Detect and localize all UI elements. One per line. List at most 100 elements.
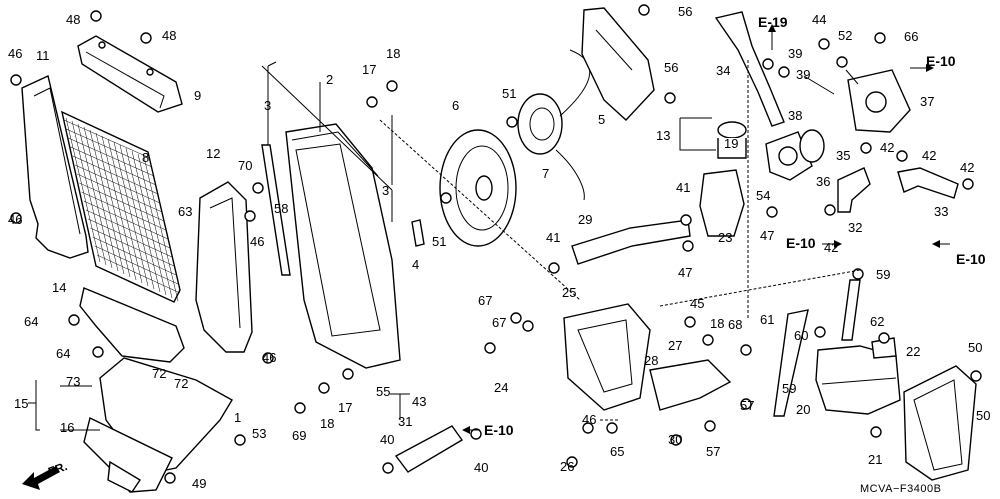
bolt-icon — [234, 434, 246, 446]
part-number-label: 49 — [192, 476, 206, 491]
part-number-label: 1 — [234, 410, 241, 425]
bolt-icon — [664, 92, 676, 104]
bolt-icon — [10, 212, 22, 224]
part-number-label: 13 — [656, 128, 670, 143]
part-number-label: 63 — [178, 204, 192, 219]
part-number-label: 60 — [794, 328, 808, 343]
part-number-label: 33 — [934, 204, 948, 219]
part-number-label: 48 — [162, 28, 176, 43]
part-number-label: 58 — [274, 201, 288, 216]
bolt-icon — [382, 462, 394, 474]
part-number-label: 42 — [824, 240, 838, 255]
part-number-label: 16 — [60, 420, 74, 435]
part-number-label: 57 — [706, 444, 720, 459]
bolt-icon — [704, 420, 716, 432]
part-number-label: 41 — [546, 230, 560, 245]
part-number-label: 72 — [152, 366, 166, 381]
part-number-label: 59 — [782, 381, 796, 396]
bolt-icon — [860, 142, 872, 154]
part-number-label: 12 — [206, 146, 220, 161]
part-9-upper-bracket — [77, 35, 183, 113]
bolt-icon — [10, 74, 22, 86]
part-number-label: 56 — [678, 4, 692, 19]
part-number-label: 36 — [816, 174, 830, 189]
part-number-label: 46 — [8, 212, 22, 227]
part-number-label: 19 — [724, 136, 738, 151]
bolt-icon — [852, 268, 864, 280]
part-number-label: 31 — [398, 414, 412, 429]
bolt-icon — [762, 58, 774, 70]
part-number-label: 18 — [710, 316, 724, 331]
part-number-label: 66 — [904, 29, 918, 44]
part-33-hose — [897, 167, 959, 199]
part-number-label: 8 — [142, 150, 149, 165]
part-number-label: 17 — [362, 62, 376, 77]
part-number-label: 48 — [66, 12, 80, 27]
part-number-label: 41 — [676, 180, 690, 195]
part-37-thermostat-housing — [847, 69, 911, 133]
part-number-label: 28 — [644, 353, 658, 368]
part-28-reservoir-cover — [563, 303, 651, 411]
part-number-label: 20 — [796, 402, 810, 417]
part-number-label: 5 — [598, 112, 605, 127]
bolt-icon — [970, 370, 982, 382]
part-number-label: 4 — [412, 257, 419, 272]
bolt-icon — [824, 204, 836, 216]
bolt-icon — [606, 422, 618, 434]
part-number-label: 23 — [718, 230, 732, 245]
bolt-icon — [90, 10, 102, 22]
part-23-filler-neck — [699, 169, 745, 237]
part-number-label: 54 — [756, 188, 770, 203]
part-number-label: 30 — [668, 432, 682, 447]
part-number-label: 51 — [502, 86, 516, 101]
bolt-icon — [342, 368, 354, 380]
bolt-icon — [366, 96, 378, 108]
bolt-icon — [244, 210, 256, 222]
part-number-label: 51 — [432, 234, 446, 249]
part-number-label: 68 — [728, 317, 742, 332]
part-number-label: 46 — [262, 350, 276, 365]
part-number-label: 17 — [338, 400, 352, 415]
part-number-label: 42 — [922, 148, 936, 163]
part-number-label: 22 — [906, 344, 920, 359]
part-19-cap — [717, 121, 747, 159]
bolt-icon — [386, 80, 398, 92]
part-number-label: 61 — [760, 312, 774, 327]
part-number-label: 40 — [380, 432, 394, 447]
part-number-label: 67 — [478, 293, 492, 308]
part-number-label: 32 — [848, 220, 862, 235]
ref-arrows — [462, 24, 950, 434]
part-number-label: 2 — [326, 72, 333, 87]
part-2-radiator — [285, 123, 401, 369]
part-27-bracket — [649, 359, 732, 411]
bolt-icon — [522, 320, 534, 332]
part-number-label: 24 — [494, 380, 508, 395]
part-number-label: 42 — [880, 140, 894, 155]
bolt-icon — [778, 66, 790, 78]
diagram-code: MCVA−F3400B — [860, 483, 941, 495]
bolt-icon — [510, 312, 522, 324]
bolt-icon — [874, 32, 886, 44]
bolt-icon — [318, 382, 330, 394]
part-number-label: 53 — [252, 426, 266, 441]
part-number-label: 26 — [560, 459, 574, 474]
bolt-icon — [92, 346, 104, 358]
part-number-label: 14 — [52, 280, 66, 295]
part-number-label: 43 — [412, 394, 426, 409]
ref-label: E-10 — [926, 53, 956, 69]
part-number-label: 9 — [194, 88, 201, 103]
part-6-fan — [439, 129, 517, 247]
part-number-label: 64 — [24, 314, 38, 329]
bolt-icon — [684, 316, 696, 328]
part-number-label: 47 — [678, 265, 692, 280]
part-number-label: 40 — [474, 460, 488, 475]
ref-label: E-19 — [758, 14, 788, 30]
part-number-label: 42 — [960, 160, 974, 175]
bolt-icon — [68, 314, 80, 326]
part-number-label: 57 — [740, 398, 754, 413]
part-number-label: 52 — [838, 28, 852, 43]
leader-lines — [28, 60, 861, 431]
part-8-radiator-grille — [61, 110, 181, 303]
bolt-icon — [740, 398, 752, 410]
